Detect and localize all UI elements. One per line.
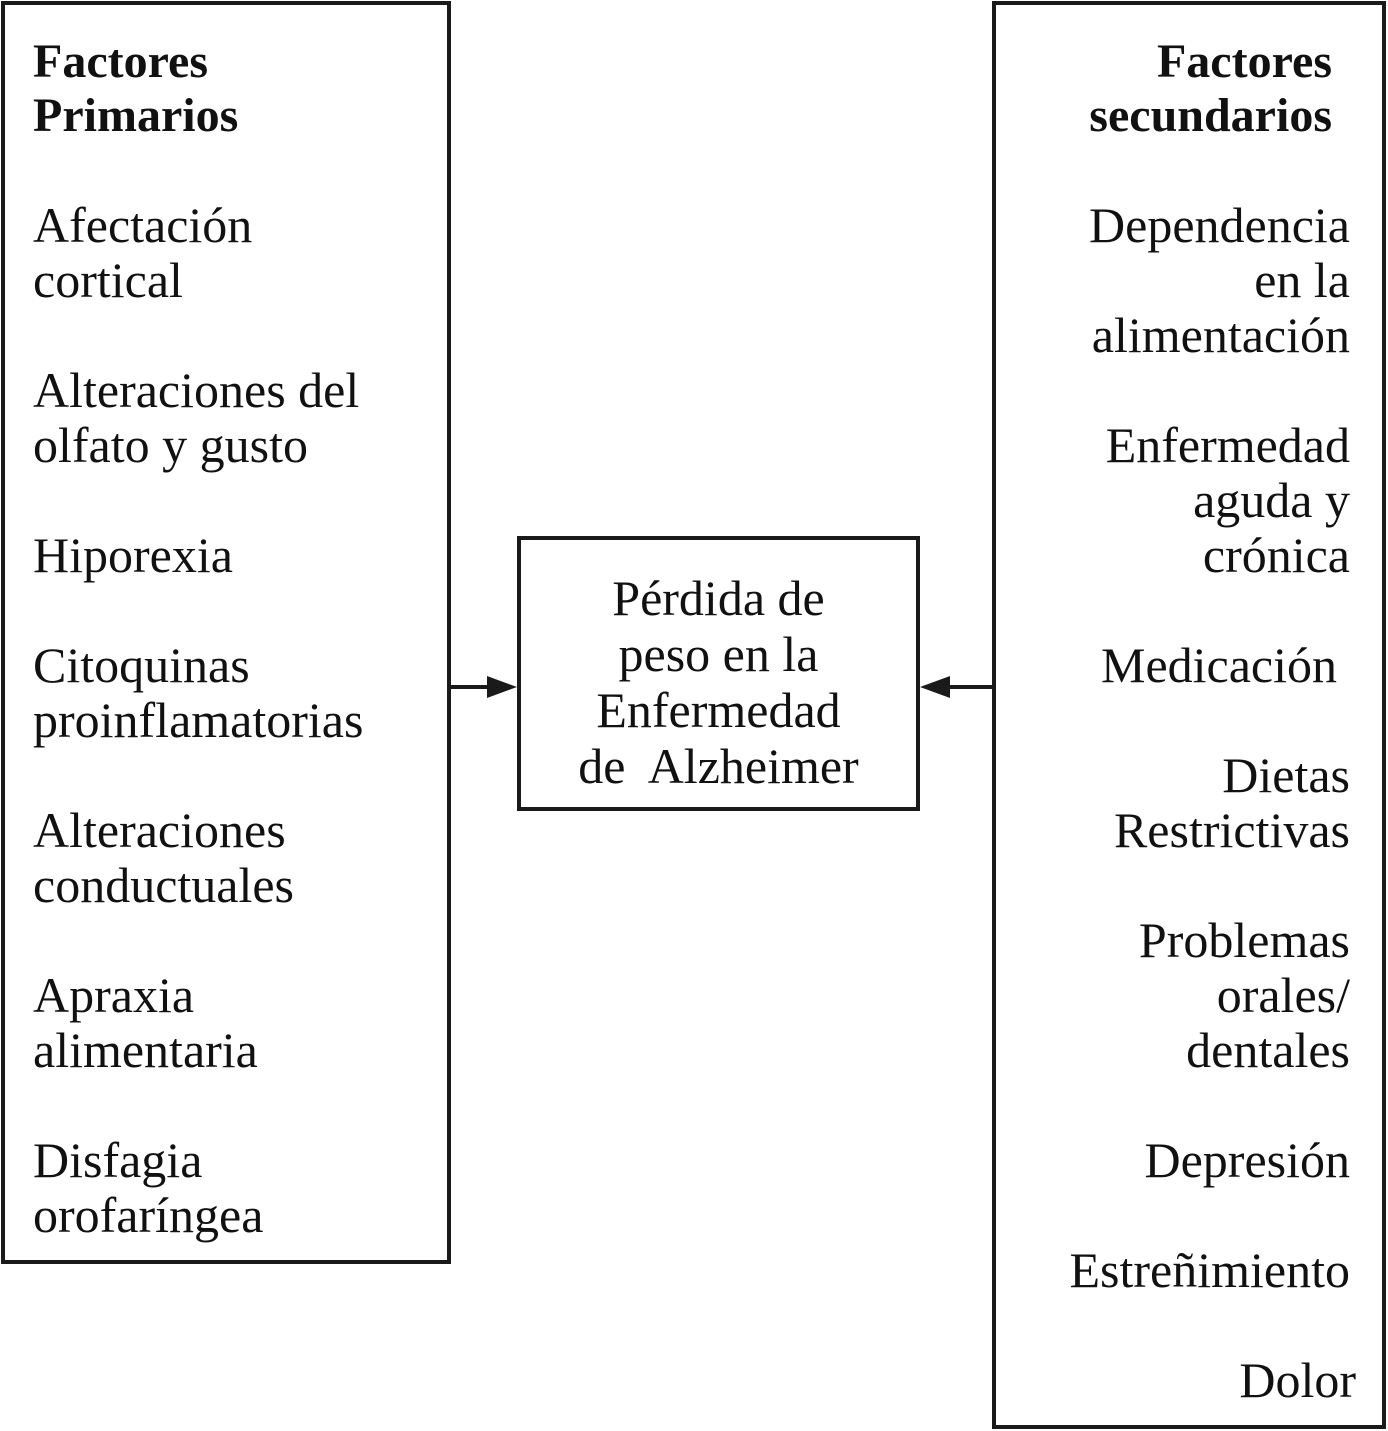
weight-loss-box: Pérdida de peso en la Enfermedad de Alzh… [517, 536, 920, 811]
right-arrow [920, 676, 992, 698]
primary-factor-item: Alteraciones del olfato y gusto [33, 362, 360, 473]
primary-factor-item: Disfagia orofaríngea [33, 1132, 264, 1243]
secondary-factor-item: Dependencia en la alimentación [1089, 197, 1350, 363]
secondary-factor-item: Dietas Restrictivas [1113, 747, 1350, 858]
secondary-factor-item: Depresión [1144, 1132, 1351, 1188]
secondary-factor-item: Enfermedad aguda y crónica [1105, 417, 1350, 583]
right-arrow-head-icon [920, 676, 950, 698]
secondary-factor-item: Dolor [1239, 1352, 1356, 1408]
left-arrow-head-icon [487, 676, 517, 698]
secondary-factor-item: Medicación [1100, 637, 1337, 693]
primary-factors-box: Factores Primarios Afectación cortical A… [1, 1, 451, 1264]
weight-loss-label: Pérdida de peso en la Enfermedad de Alzh… [578, 570, 859, 794]
primary-factor-item: Alteraciones conductuales [33, 802, 295, 913]
secondary-factor-item: Estreñimiento [1069, 1242, 1351, 1298]
primary-factor-item: Apraxia alimentaria [33, 967, 258, 1078]
primary-factor-item: Hiporexia [33, 527, 233, 583]
primary-factor-item: Afectación cortical [33, 197, 253, 308]
left-arrow [451, 676, 517, 698]
secondary-factor-item: Problemas orales/ dentales [1138, 912, 1350, 1078]
primary-factors-heading: Factores Primarios [33, 35, 239, 142]
secondary-factors-heading: Factores secundarios [1089, 35, 1332, 142]
secondary-factors-box: Factores secundarios Dependencia en la a… [992, 1, 1386, 1429]
primary-factor-item: Citoquinas proinflamatorias [33, 637, 364, 748]
